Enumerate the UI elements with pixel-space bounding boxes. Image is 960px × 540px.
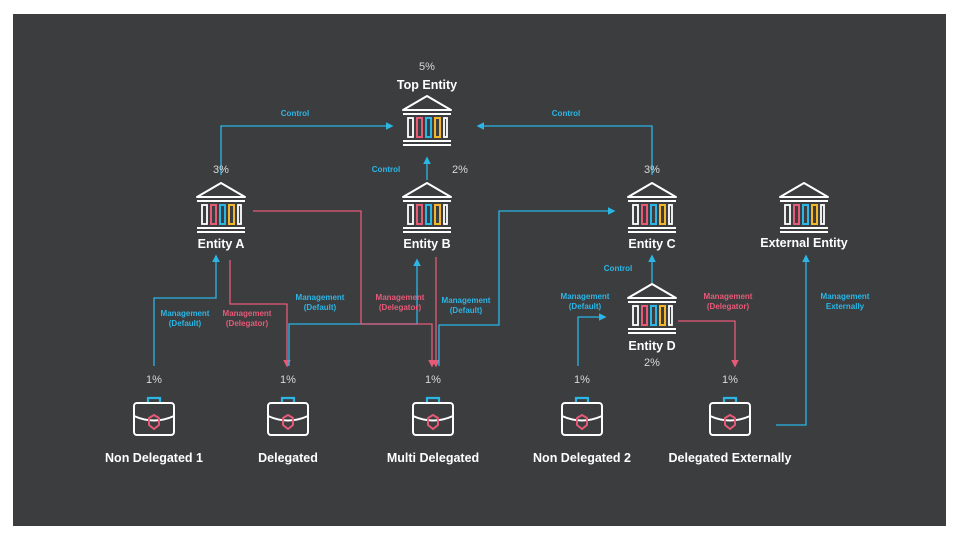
- delegated-externally-percent: 1%: [722, 374, 738, 386]
- top-entity-percent: 5%: [419, 61, 435, 73]
- diagram-canvas: [13, 14, 946, 526]
- edge-control-a-top: [220, 122, 394, 175]
- label-dext-ext-1: Management: [821, 292, 870, 301]
- edge-nd1-a: [153, 254, 220, 366]
- non-delegated-2-label: Non Delegated 2: [533, 451, 631, 465]
- briefcase-icon: [411, 396, 455, 437]
- bank-icon: [779, 182, 829, 233]
- delegated-label: Delegated: [258, 451, 318, 465]
- edge-labels: Control Control Control Control Manageme…: [161, 109, 870, 328]
- label-del-b-2: (Default): [304, 303, 337, 312]
- node-non-delegated-1[interactable]: 1% Non Delegated 1: [105, 374, 203, 465]
- node-entity-d[interactable]: Entity D 2%: [627, 283, 677, 369]
- entity-b-label: Entity B: [403, 237, 450, 251]
- node-top-entity[interactable]: 5% Top Entity: [397, 61, 457, 146]
- node-entity-b[interactable]: 2% Entity B: [402, 164, 468, 251]
- label-del-a-2: (Delegator): [226, 319, 269, 328]
- bank-icon: [196, 182, 246, 233]
- edge-del-b: [288, 258, 421, 366]
- entity-c-percent: 3%: [644, 164, 660, 176]
- label-dext-d-1: Management: [704, 292, 753, 301]
- external-entity-label: External Entity: [760, 236, 848, 250]
- label-nd1-mgmt-1: Management: [161, 309, 210, 318]
- briefcase-icon: [132, 396, 176, 437]
- bank-icon: [627, 283, 677, 334]
- briefcase-icon: [708, 396, 752, 437]
- edge-multi-c: [438, 207, 616, 366]
- entity-a-percent: 3%: [213, 164, 229, 176]
- edge-multi-a: [253, 210, 436, 368]
- node-multi-delegated[interactable]: 1% Multi Delegated: [387, 374, 479, 465]
- non-delegated-1-percent: 1%: [146, 374, 162, 386]
- multi-delegated-label: Multi Delegated: [387, 451, 479, 465]
- entity-d-label: Entity D: [628, 339, 675, 353]
- top-entity-label: Top Entity: [397, 78, 457, 92]
- label-multi-c-2: (Default): [450, 306, 483, 315]
- label-multi-c-1: Management: [442, 296, 491, 305]
- label-nd1-mgmt-2: (Default): [169, 319, 202, 328]
- node-delegated[interactable]: 1% Delegated: [258, 374, 318, 465]
- entity-b-percent: 2%: [452, 164, 468, 176]
- edge-dext-d: [678, 320, 739, 368]
- label-del-b-1: Management: [296, 293, 345, 302]
- label-control-a-top: Control: [281, 109, 309, 118]
- entity-c-label: Entity C: [628, 237, 675, 251]
- label-multi-b-2: (Delegator): [379, 303, 422, 312]
- briefcase-icon: [266, 396, 310, 437]
- node-non-delegated-2[interactable]: 1% Non Delegated 2: [533, 374, 631, 465]
- label-nd2-mgmt-2: (Default): [569, 302, 602, 311]
- entity-d-percent: 2%: [644, 357, 660, 369]
- delegated-percent: 1%: [280, 374, 296, 386]
- label-multi-b-1: Management: [376, 293, 425, 302]
- entity-a-label: Entity A: [198, 237, 245, 251]
- label-nd2-mgmt-1: Management: [561, 292, 610, 301]
- label-dext-d-2: (Delegator): [707, 302, 750, 311]
- edge-nd2-d: [577, 313, 607, 366]
- multi-delegated-percent: 1%: [425, 374, 441, 386]
- label-control-d-c: Control: [604, 264, 632, 273]
- bank-icon: [402, 182, 452, 233]
- edge-control-c-top: [476, 122, 653, 175]
- label-control-b-top: Control: [372, 165, 400, 174]
- node-external-entity[interactable]: External Entity: [760, 182, 848, 250]
- non-delegated-1-label: Non Delegated 1: [105, 451, 203, 465]
- node-entity-a[interactable]: 3% Entity A: [196, 164, 246, 251]
- node-delegated-externally[interactable]: 1% Delegated Externally: [669, 374, 792, 465]
- edge-del-a: [229, 260, 291, 368]
- edge-dext-ext: [776, 254, 810, 426]
- label-del-a-1: Management: [223, 309, 272, 318]
- delegated-externally-label: Delegated Externally: [669, 451, 792, 465]
- label-dext-ext-2: Externally: [826, 302, 865, 311]
- node-entity-c[interactable]: 3% Entity C: [627, 164, 677, 251]
- non-delegated-2-percent: 1%: [574, 374, 590, 386]
- connections: [153, 122, 810, 426]
- bank-icon: [627, 182, 677, 233]
- bank-icon: [402, 95, 452, 146]
- briefcase-icon: [560, 396, 604, 437]
- label-control-c-top: Control: [552, 109, 580, 118]
